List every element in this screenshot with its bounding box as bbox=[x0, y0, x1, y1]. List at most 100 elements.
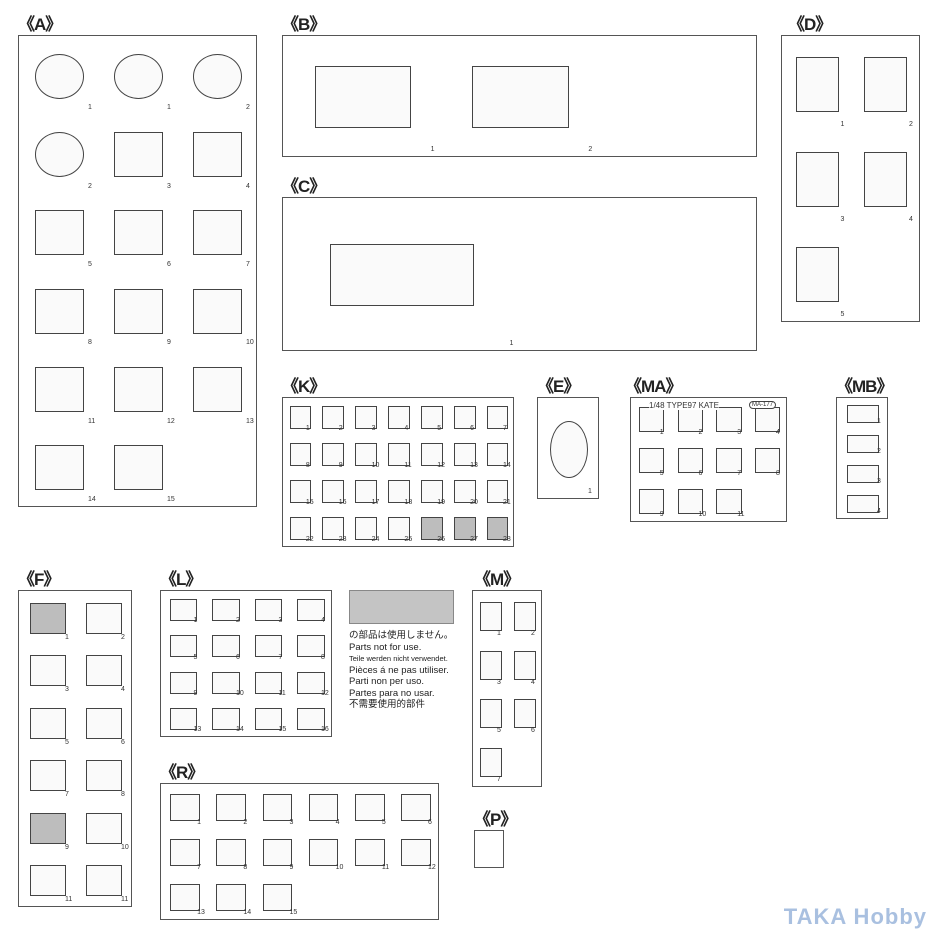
part-mb-2 bbox=[847, 434, 879, 454]
part-number: 7 bbox=[246, 261, 250, 268]
part-number: 9 bbox=[659, 511, 664, 518]
unused-parts-legend: の部品は使用しません。 Parts not for use. Teile wer… bbox=[349, 590, 454, 711]
part-e-1 bbox=[550, 420, 588, 478]
part-number: 8 bbox=[121, 791, 125, 798]
part-number: 4 bbox=[404, 425, 409, 432]
part-number: 2 bbox=[909, 121, 913, 128]
part-d-2 bbox=[864, 57, 908, 112]
sprue-label-c: 《C》 bbox=[282, 177, 326, 196]
part-number: 13 bbox=[193, 726, 202, 733]
part-number: 16 bbox=[338, 499, 347, 506]
part-number: 4 bbox=[877, 508, 881, 515]
part-number: 5 bbox=[840, 311, 845, 318]
part-number: 3 bbox=[65, 686, 69, 693]
part-number: 2 bbox=[236, 617, 240, 625]
part-number: 14 bbox=[243, 909, 252, 916]
part-l-1 bbox=[169, 599, 197, 622]
part-l-16 bbox=[297, 707, 325, 730]
part-number: 6 bbox=[428, 819, 432, 826]
part-number: 10 bbox=[698, 511, 707, 518]
part-number: 20 bbox=[470, 499, 478, 506]
part-number: 2 bbox=[338, 425, 343, 432]
part-f-10 bbox=[86, 812, 122, 844]
part-number: 1 bbox=[497, 629, 501, 637]
part-number: 8 bbox=[321, 653, 325, 661]
part-k-6 bbox=[453, 406, 476, 429]
part-number: 4 bbox=[246, 182, 250, 190]
part-f-11 bbox=[30, 865, 66, 897]
sprue-label-d: 《D》 bbox=[788, 15, 832, 34]
part-number: 7 bbox=[65, 791, 69, 798]
part-ma-11 bbox=[716, 489, 742, 514]
part-number: 3 bbox=[737, 429, 742, 436]
part-number: 5 bbox=[659, 470, 664, 477]
part-r-5 bbox=[354, 794, 385, 821]
part-k-28 bbox=[486, 517, 509, 540]
part-number: 4 bbox=[121, 686, 125, 693]
part-a-13 bbox=[192, 366, 243, 413]
sprue-label-l: 《L》 bbox=[160, 570, 202, 589]
part-a-12 bbox=[113, 366, 164, 413]
part-number: 6 bbox=[531, 727, 535, 735]
part-number: 6 bbox=[698, 470, 703, 477]
part-number: 4 bbox=[909, 216, 913, 223]
part-k-17 bbox=[355, 480, 377, 503]
part-number: 3 bbox=[877, 478, 881, 485]
part-number: 13 bbox=[246, 417, 254, 425]
part-k-19 bbox=[421, 480, 443, 503]
part-k-9 bbox=[322, 443, 345, 466]
part-k-5 bbox=[421, 406, 443, 429]
part-k-26 bbox=[421, 517, 443, 540]
part-k-2 bbox=[322, 406, 345, 429]
photo-etch-title: 1/48 TYPE97 KATE bbox=[649, 401, 719, 410]
part-a-4 bbox=[192, 131, 243, 178]
part-number: 1 bbox=[659, 429, 664, 436]
part-a-11 bbox=[34, 366, 85, 413]
part-l-3 bbox=[254, 599, 282, 622]
part-number: 3 bbox=[497, 678, 501, 686]
part-c-1 bbox=[330, 244, 475, 306]
legend-line-it: Parti non per uso. bbox=[349, 676, 424, 687]
part-number: 14 bbox=[503, 462, 511, 469]
part-number: 5 bbox=[65, 738, 69, 746]
part-a-14 bbox=[34, 445, 85, 491]
part-number: 15 bbox=[278, 726, 287, 733]
part-f-1 bbox=[30, 602, 66, 634]
part-number: 11 bbox=[404, 462, 412, 469]
part-number: 11 bbox=[121, 896, 129, 903]
part-l-5 bbox=[169, 635, 197, 658]
part-number: 1 bbox=[430, 146, 435, 153]
part-l-10 bbox=[212, 671, 240, 694]
part-a-2 bbox=[192, 53, 243, 99]
sprue-label-ma: 《MA》 bbox=[625, 377, 682, 396]
part-number: 2 bbox=[698, 429, 703, 436]
sprue-frame-e: 1 bbox=[537, 397, 599, 499]
legend-line-ja: の部品は使用しません。 bbox=[349, 630, 454, 641]
part-a-10 bbox=[192, 288, 243, 334]
part-number: 3 bbox=[371, 425, 376, 432]
part-number: 2 bbox=[531, 629, 535, 637]
part-number: 8 bbox=[776, 470, 780, 477]
part-number: 2 bbox=[88, 182, 92, 190]
part-k-14 bbox=[486, 443, 509, 466]
part-r-2 bbox=[216, 794, 247, 821]
part-number: 5 bbox=[497, 727, 501, 735]
part-number: 5 bbox=[437, 425, 442, 432]
part-k-20 bbox=[453, 480, 476, 503]
part-number: 15 bbox=[305, 499, 314, 506]
part-f-3 bbox=[30, 655, 66, 687]
part-number: 5 bbox=[88, 261, 92, 268]
part-number: 4 bbox=[776, 429, 780, 436]
legend-line-de: Teile werden nicht verwendet. bbox=[349, 654, 448, 663]
photo-etch-code: MA-177 bbox=[749, 401, 777, 409]
part-number: 3 bbox=[289, 819, 294, 826]
part-a-5 bbox=[34, 210, 85, 256]
legend-line-es: Partes para no usar. bbox=[349, 687, 435, 699]
part-m-6 bbox=[513, 699, 537, 729]
sprue-label-r: 《R》 bbox=[160, 763, 204, 782]
part-f-6 bbox=[86, 707, 122, 739]
